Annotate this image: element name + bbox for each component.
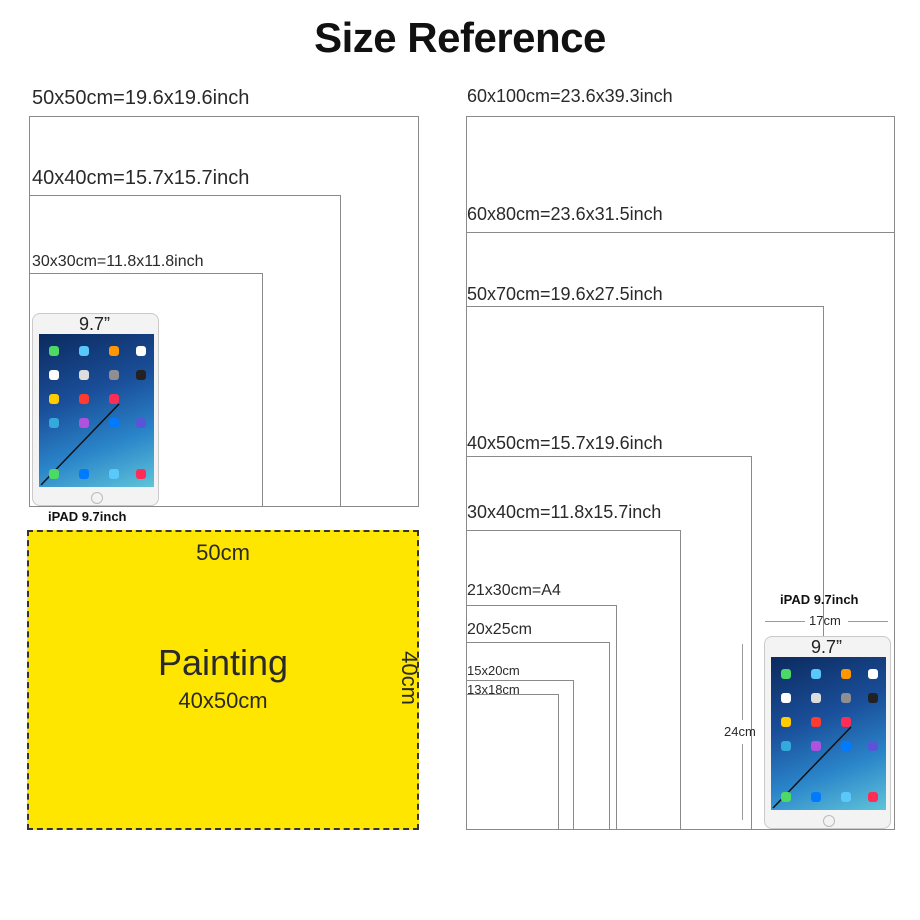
app-icon — [781, 669, 791, 679]
app-icon — [868, 741, 878, 751]
app-icon — [109, 418, 119, 428]
ipad-right-height-label: 24cm — [724, 724, 756, 739]
frame-50x50-label: 50x50cm=19.6x19.6inch — [32, 87, 250, 109]
ipad-right-diagonal — [772, 726, 852, 809]
frame-50x70-label: 50x70cm=19.6x27.5inch — [467, 284, 663, 304]
app-icon — [49, 418, 59, 428]
ipad-right-width-label: 17cm — [809, 613, 841, 628]
ipad-right-screen — [771, 657, 886, 810]
frame-13x18 — [466, 694, 559, 830]
ipad-right-width-line-right — [848, 621, 888, 622]
frame-60x100-label: 60x100cm=23.6x39.3inch — [467, 86, 673, 106]
app-icon — [136, 469, 146, 479]
app-icon — [79, 469, 89, 479]
app-icon — [811, 669, 821, 679]
app-icon — [79, 346, 89, 356]
app-icon — [781, 693, 791, 703]
app-icon — [868, 669, 878, 679]
ipad-right-size-label: 9.7” — [811, 637, 843, 657]
app-icon — [109, 394, 119, 404]
app-icon — [868, 693, 878, 703]
app-icon — [136, 370, 146, 380]
ipad-left-screen — [39, 334, 154, 487]
app-icon — [109, 346, 119, 356]
app-icon — [781, 717, 791, 727]
frame-40x50-label: 40x50cm=15.7x19.6inch — [467, 433, 663, 453]
painting-width-label: 50cm — [196, 540, 250, 565]
frame-60x80-label: 60x80cm=23.6x31.5inch — [467, 204, 663, 224]
ipad-right-height-line-bottom — [742, 744, 743, 820]
app-icon — [79, 370, 89, 380]
app-icon — [811, 741, 821, 751]
app-icon — [841, 669, 851, 679]
frame-30x30-label: 30x30cm=11.8x11.8inch — [32, 253, 204, 270]
frame-20x25-label: 20x25cm — [467, 621, 532, 638]
app-icon — [841, 717, 851, 727]
app-icon — [136, 418, 146, 428]
app-icon — [811, 693, 821, 703]
app-icon — [781, 792, 791, 802]
app-icon — [79, 394, 89, 404]
painting-size: 40x50cm — [178, 688, 268, 713]
ipad-left-caption: iPAD 9.7inch — [48, 509, 127, 524]
ipad-left-diagonal — [40, 403, 120, 486]
app-icon — [811, 792, 821, 802]
app-icon — [49, 394, 59, 404]
app-icon — [79, 418, 89, 428]
ipad-left-size-label: 9.7” — [79, 314, 111, 334]
app-icon — [49, 346, 59, 356]
ipad-left: 9.7” — [32, 313, 159, 506]
app-icon — [109, 469, 119, 479]
app-icon — [109, 370, 119, 380]
app-icon — [811, 717, 821, 727]
ipad-right: 9.7” — [764, 636, 891, 829]
app-icon — [868, 792, 878, 802]
app-icon — [49, 370, 59, 380]
ipad-left-home-button — [91, 492, 103, 504]
frame-30x30 — [29, 273, 263, 507]
frame-40x40-label: 40x40cm=15.7x15.7inch — [32, 167, 250, 189]
app-icon — [841, 741, 851, 751]
app-icon — [781, 741, 791, 751]
app-icon — [49, 469, 59, 479]
painting-name: Painting — [157, 642, 289, 683]
painting-rectangle — [27, 530, 419, 830]
ipad-right-height-line-top — [742, 644, 743, 720]
app-icon — [841, 792, 851, 802]
frame-21x30-label: 21x30cm=A4 — [467, 582, 561, 599]
app-icon — [136, 346, 146, 356]
page-title: Size Reference — [314, 14, 606, 61]
painting-height-label: 40cm — [396, 651, 422, 705]
frame-30x40-label: 30x40cm=11.8x15.7inch — [467, 502, 662, 522]
app-icon — [841, 693, 851, 703]
ipad-right-width-line-left — [765, 621, 805, 622]
frame-15x20-label: 15x20cm — [467, 663, 520, 678]
frame-13x18-label: 13x18cm — [467, 682, 520, 697]
ipad-right-caption: iPAD 9.7inch — [780, 592, 859, 607]
ipad-right-home-button — [823, 815, 835, 827]
